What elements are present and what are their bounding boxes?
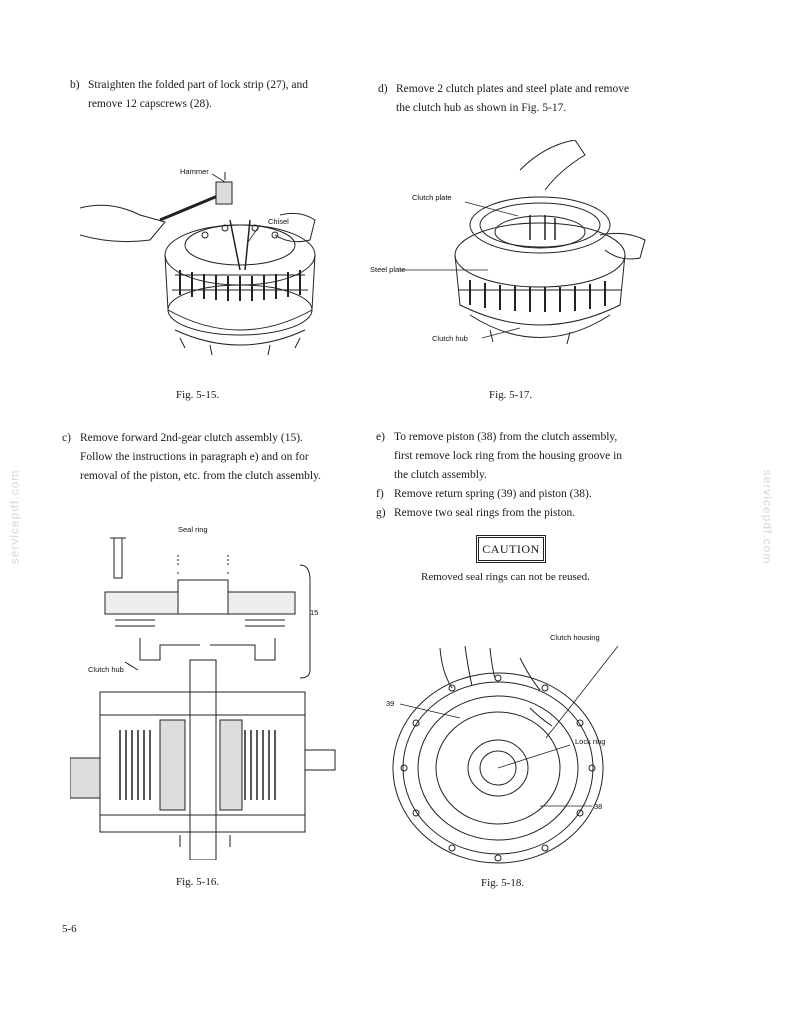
paragraph-c: c) Remove forward 2nd-gear clutch assembl… — [62, 429, 362, 486]
watermark-right: servicepdf.com — [760, 469, 775, 565]
label-clutch-housing: Clutch housing — [550, 633, 600, 642]
paragraph-e-label: e) — [376, 431, 385, 443]
paragraph-f: f) Remove return spring (39) and piston (… — [376, 485, 686, 504]
figure-5-17: Clutch plate Steel plate Clutch hub — [370, 140, 670, 360]
caption-fig-5-15: Fig. 5-15. — [176, 389, 220, 401]
paragraph-c-line-2: Follow the instructions in paragraph e) … — [80, 451, 309, 463]
paragraph-d-label: d) — [378, 83, 388, 95]
paragraph-g-line-1: Remove two seal rings from the piston. — [394, 507, 576, 519]
label-part-15: 15 — [310, 608, 318, 617]
paragraph-b-line-2: remove 12 capscrews (28). — [88, 98, 212, 110]
label-chisel: Chisel — [268, 217, 289, 226]
paragraph-f-line-1: Remove return spring (39) and piston (38… — [394, 488, 592, 500]
paragraph-b: b) Straighten the folded part of lock str… — [70, 76, 370, 114]
paragraph-b-label: b) — [70, 79, 80, 91]
watermark-left: servicepdf.com — [7, 469, 22, 565]
caption-fig-5-17: Fig. 5-17. — [489, 389, 533, 401]
label-steel-plate: Steel plate — [370, 265, 405, 274]
page-number: 5-6 — [62, 923, 77, 935]
figure-5-16-drawing: Seal ring 15 Clutch hub — [70, 525, 336, 860]
paragraph-e-line-2: first remove lock ring from the housing … — [394, 450, 623, 462]
label-clutch-plate: Clutch plate — [412, 193, 452, 202]
paragraph-e: e) To remove piston (38) from the clutch … — [376, 428, 686, 485]
figure-5-17-drawing: Clutch plate Steel plate Clutch hub — [370, 140, 646, 345]
paragraph-e-line-3: the clutch assembly. — [394, 469, 487, 481]
caption-fig-5-18: Fig. 5-18. — [481, 877, 525, 889]
paragraph-b-line-1: Straighten the folded part of lock strip… — [88, 79, 309, 91]
paragraph-f-label: f) — [376, 488, 384, 500]
paragraph-c-line-3: removal of the piston, etc. from the clu… — [80, 470, 322, 482]
paragraph-e-line-1: To remove piston (38) from the clutch as… — [394, 431, 618, 443]
label-hammer: Hammer — [180, 167, 209, 176]
paragraph-d: d) Remove 2 clutch plates and steel plate… — [378, 80, 678, 118]
label-lock-ring: Lock ring — [575, 737, 605, 746]
label-clutch-hub-517: Clutch hub — [432, 334, 468, 343]
label-part-38: 38 — [594, 802, 602, 811]
caution-note: Removed seal rings can not be reused. — [421, 571, 590, 583]
paragraph-g-label: g) — [376, 507, 386, 519]
caption-fig-5-16: Fig. 5-16. — [176, 876, 220, 888]
paragraph-d-line-2: the clutch hub as shown in Fig. 5-17. — [396, 102, 567, 114]
figure-5-15: Hammer Chisel — [80, 160, 340, 355]
caution-box: CAUTION — [478, 537, 544, 561]
figure-5-18: Clutch housing 39 Lock ring 38 — [380, 628, 630, 868]
paragraph-c-label: c) — [62, 432, 71, 444]
label-seal-ring: Seal ring — [178, 525, 208, 534]
label-part-39: 39 — [386, 699, 394, 708]
figure-5-18-drawing: Clutch housing 39 Lock ring 38 — [386, 633, 619, 864]
figure-5-16: Seal ring 15 Clutch hub — [70, 520, 340, 860]
paragraph-g: g) Remove two seal rings from the piston. — [376, 504, 686, 523]
label-clutch-hub-516: Clutch hub — [88, 665, 124, 674]
paragraph-d-line-1: Remove 2 clutch plates and steel plate a… — [396, 83, 630, 95]
paragraph-c-line-1: Remove forward 2nd-gear clutch assembly … — [80, 432, 303, 444]
figure-5-15-drawing: Hammer Chisel — [80, 167, 316, 355]
